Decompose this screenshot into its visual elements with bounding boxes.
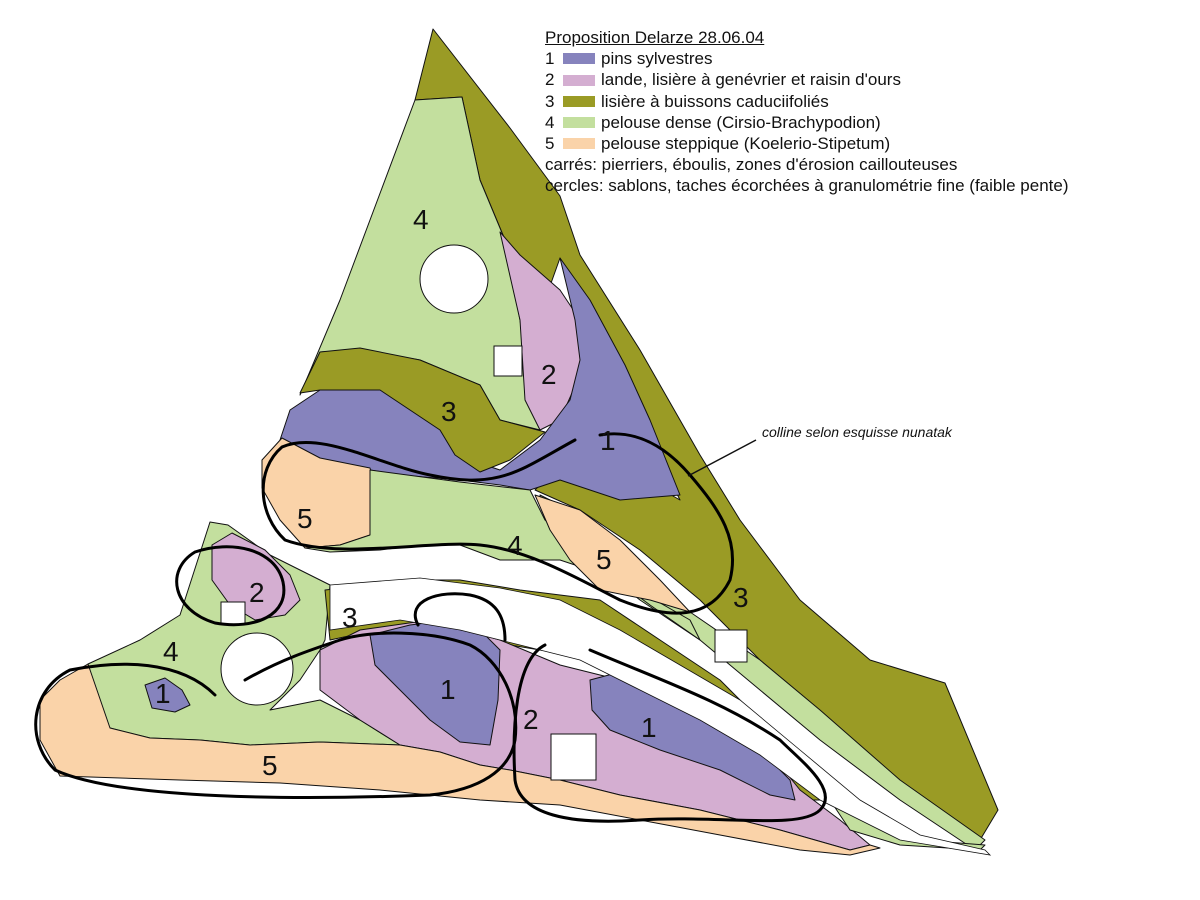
legend: Proposition Delarze 28.06.04 1 pins sylv… — [545, 27, 1069, 197]
zone-label: 1 — [155, 678, 171, 709]
zone-5-lower — [39, 663, 881, 856]
legend-label: lisière à buissons caduciifoliés — [601, 91, 829, 111]
scree-square — [493, 345, 523, 377]
hill-outline-left — [175, 545, 286, 627]
zone-label: 5 — [596, 544, 612, 575]
zone-label: 5 — [262, 750, 278, 781]
zone-label: 1 — [600, 425, 616, 456]
legend-item: 1 pins sylvestres — [545, 48, 1069, 69]
legend-swatch — [563, 74, 595, 86]
hill-outline-upper — [261, 432, 735, 615]
zone-label: 3 — [342, 602, 358, 633]
sand-circle — [220, 632, 294, 706]
zone-label: 1 — [641, 712, 657, 743]
zone-label: 5 — [297, 503, 313, 534]
legend-label: lande, lisière à genévrier et raisin d'o… — [601, 70, 901, 90]
hill-outline-mid-arc — [413, 592, 507, 642]
annotation-leader — [687, 439, 757, 477]
sand-circle — [419, 244, 489, 314]
legend-swatch — [563, 95, 595, 107]
legend-number: 5 — [545, 134, 555, 154]
legend-label: pelouse steppique (Koelerio-Stipetum) — [601, 134, 891, 154]
hill-outline-lower-right — [512, 643, 827, 823]
zone-label: 1 — [440, 674, 456, 705]
zone-1-small-left — [144, 677, 191, 713]
legend-item: 4 pelouse dense (Cirsio-Brachypodion) — [545, 112, 1069, 133]
legend-label: pins sylvestres — [601, 49, 713, 69]
zone-label: 2 — [541, 359, 557, 390]
zone-label: 3 — [733, 582, 749, 613]
scree-square — [550, 733, 597, 781]
zone-label: 4 — [413, 204, 429, 235]
zone-label: 2 — [523, 704, 539, 735]
zone-4-middle-strip — [304, 469, 701, 641]
legend-label: pelouse dense (Cirsio-Brachypodion) — [601, 112, 881, 132]
zone-label: 3 — [441, 396, 457, 427]
zone-2-small-left — [211, 532, 301, 621]
valley-gap — [329, 577, 992, 856]
legend-item: 3 lisière à buissons caduciifoliés — [545, 91, 1069, 112]
zone-label: 4 — [163, 636, 179, 667]
legend-number: 1 — [545, 49, 555, 69]
legend-note-squares: carrés: pierriers, éboulis, zones d'éros… — [545, 155, 958, 175]
annotation-text: colline selon esquisse nunatak — [762, 424, 953, 440]
legend-number: 3 — [545, 91, 555, 111]
legend-swatch — [563, 116, 595, 128]
zone-5-right-middle — [534, 494, 691, 613]
zone-3-upper-mid — [299, 347, 546, 473]
scree-square — [220, 601, 246, 625]
zone-label: 4 — [507, 530, 523, 561]
hill-outline-lower-left — [34, 631, 518, 799]
legend-note-circles: cercles: sablons, taches écorchées à gra… — [545, 176, 1069, 196]
legend-number: 2 — [545, 70, 555, 90]
scree-square — [714, 629, 748, 663]
legend-swatch — [563, 138, 595, 150]
legend-swatch — [563, 53, 595, 65]
zone-label: 2 — [249, 577, 265, 608]
legend-title: Proposition Delarze 28.06.04 — [545, 28, 765, 47]
legend-item: 2 lande, lisière à genévrier et raisin d… — [545, 69, 1069, 90]
legend-item: 5 pelouse steppique (Koelerio-Stipetum) — [545, 133, 1069, 154]
legend-number: 4 — [545, 112, 555, 132]
